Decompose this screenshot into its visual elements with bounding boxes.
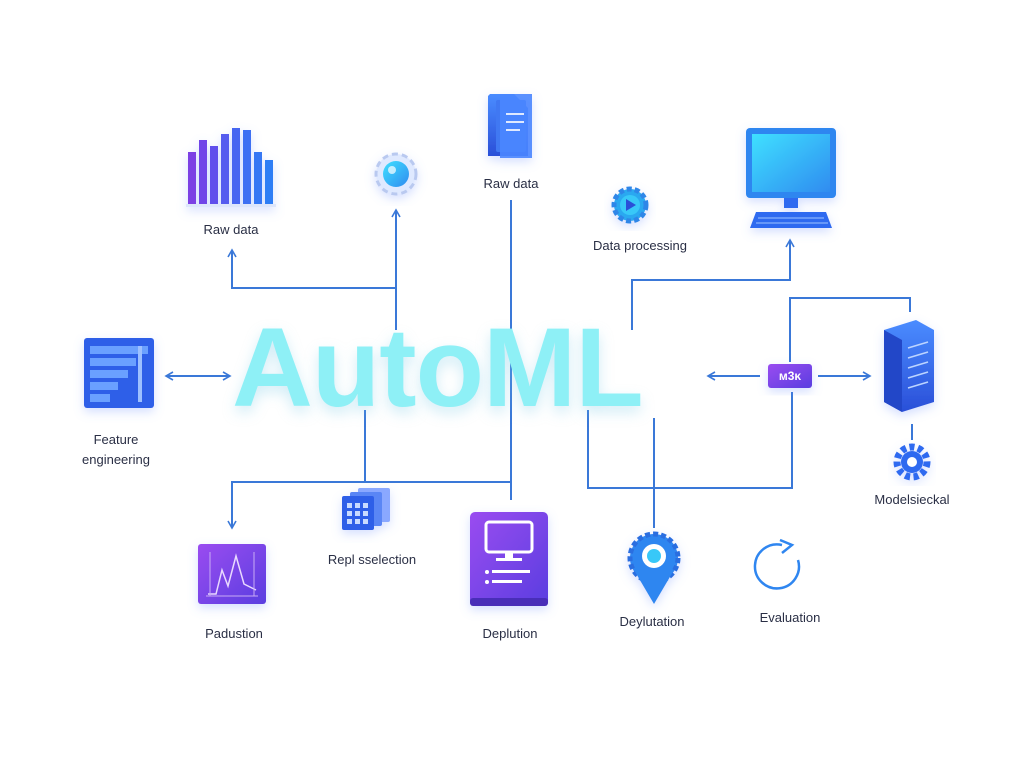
- gear-lens-icon: [374, 152, 418, 196]
- line-to-raw-data-left: [227, 248, 396, 289]
- repl-selection-label: Repl sselection: [327, 552, 417, 567]
- chip-label: ᴍ3ᴋ: [778, 369, 802, 383]
- location-pin-icon: [627, 531, 681, 604]
- grid-cards-icon: [342, 488, 390, 530]
- stacked-chart-icon: [84, 338, 154, 408]
- server-icon: [884, 320, 934, 412]
- gear-icon: [893, 443, 931, 481]
- raw-data-top-label: Raw data: [483, 176, 539, 191]
- refresh-icon: [753, 538, 801, 590]
- padustion-label: Padustion: [205, 626, 263, 641]
- data-processing-label: Data processing: [593, 238, 687, 253]
- feature-engineering-label-line2: engineering: [82, 452, 150, 467]
- line-chip-top: [789, 297, 911, 362]
- diagram-title: AutoML: [232, 305, 644, 430]
- raw-data-left-label: Raw data: [203, 222, 259, 237]
- bar-chart-icon: [186, 128, 276, 207]
- deylutation-label: Deylutation: [619, 614, 685, 629]
- gear-play-icon: [611, 186, 649, 224]
- model-selection-right-label: Modelsieckal: [874, 492, 950, 507]
- monitor-keyboard-icon: [746, 128, 836, 228]
- line-to-monitor: [631, 238, 795, 330]
- feature-engineering-label-line1: Feature: [93, 432, 139, 447]
- line-right-loop: [587, 392, 793, 489]
- line-to-padustion: [227, 481, 511, 530]
- document-icon: [488, 94, 532, 158]
- waveform-chart-icon: [198, 544, 266, 604]
- chip-icon: [768, 364, 812, 388]
- book-monitor-icon: [470, 512, 548, 606]
- evaluation-label: Evaluation: [759, 610, 821, 625]
- deplution-label: Deplution: [482, 626, 538, 641]
